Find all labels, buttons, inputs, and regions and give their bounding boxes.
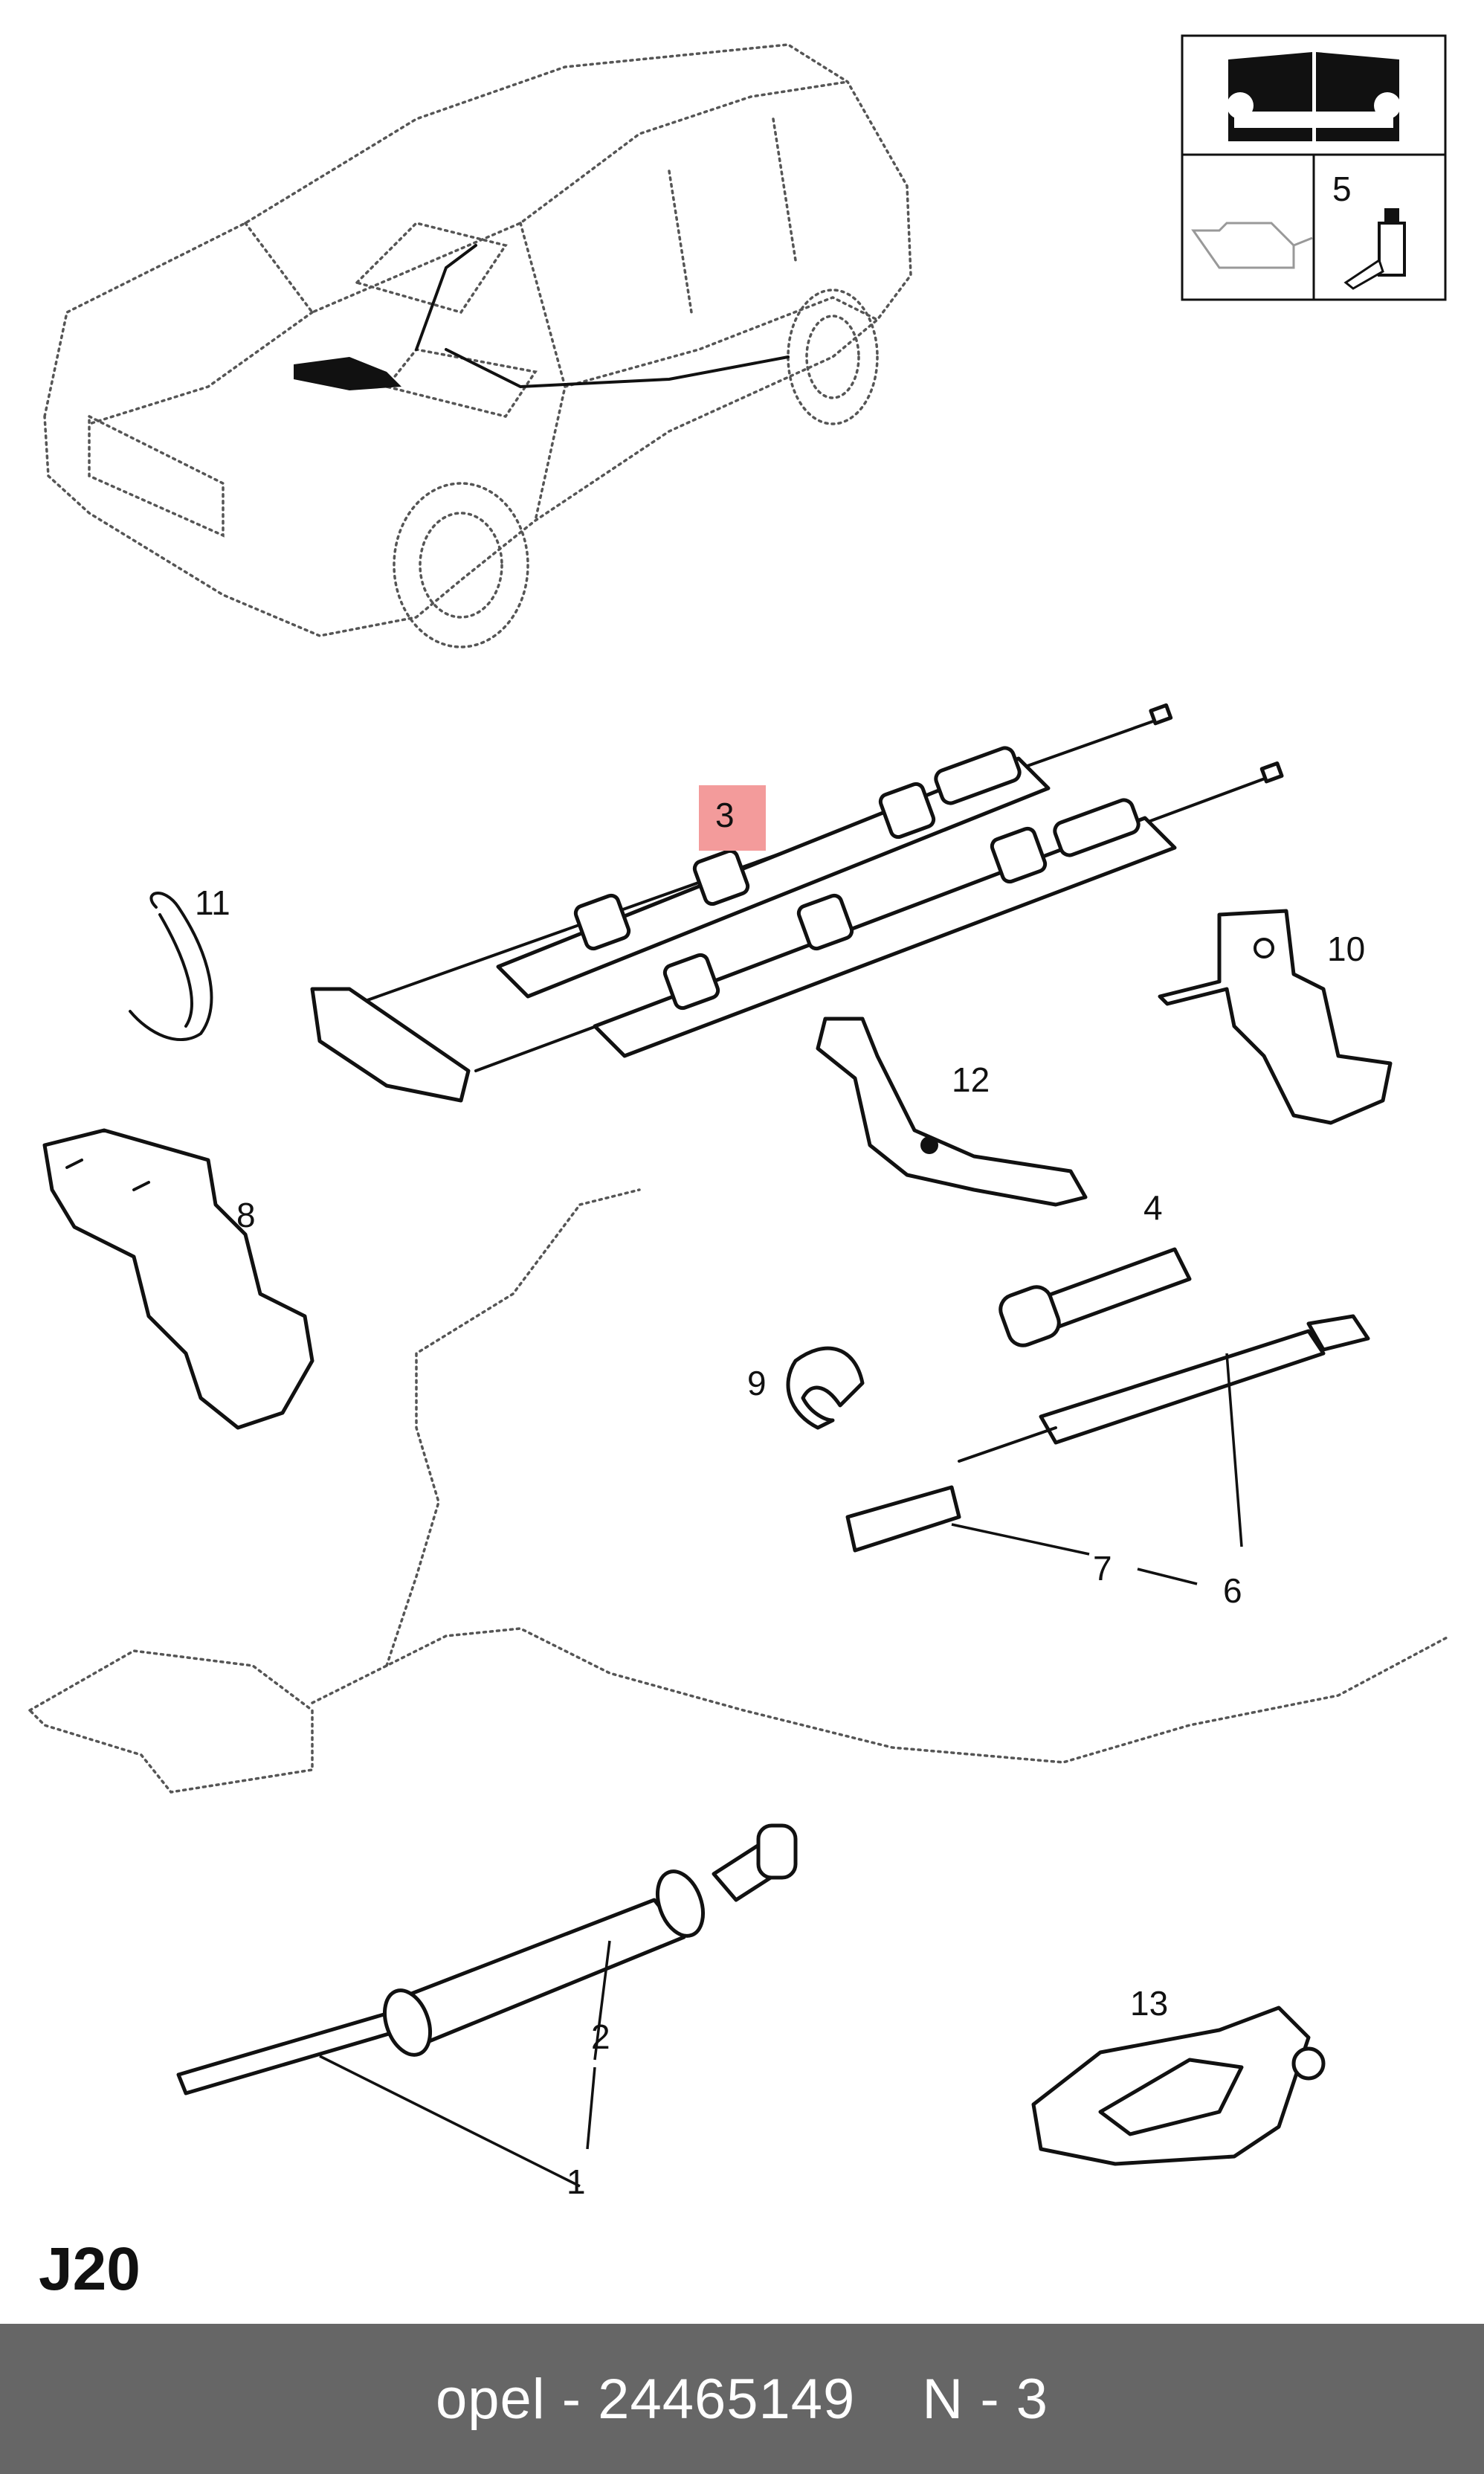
service-box: 5 xyxy=(1181,34,1447,301)
part-8-guide: 8 xyxy=(42,1128,314,1430)
callout-13: 13 xyxy=(1130,1984,1168,2023)
handbrake-routing-ghost xyxy=(28,1188,1451,1794)
callout-7: 7 xyxy=(1093,1549,1112,1588)
callout-10: 10 xyxy=(1327,930,1365,968)
grease-bottle-icon: 5 xyxy=(1332,170,1406,290)
callout-6: 6 xyxy=(1223,1571,1242,1610)
footer-bar: opel - 24465149 N - 3 xyxy=(0,2324,1484,2474)
footer-part-number: opel - 24465149 xyxy=(435,2367,856,2431)
callout-8: 8 xyxy=(236,1196,256,1234)
callout-5: 5 xyxy=(1332,170,1352,208)
manual-wrench-icon xyxy=(1227,52,1401,141)
part-4-bushing: 4 xyxy=(999,1188,1192,1347)
part-6-7-cable: 7 6 xyxy=(845,1314,1370,1610)
part-11-clip: 11 xyxy=(129,883,230,1042)
part-13-bracket: 13 xyxy=(1031,1984,1326,2166)
callout-12: 12 xyxy=(952,1060,990,1099)
footer-reference: N - 3 xyxy=(922,2367,1049,2431)
cable-boots xyxy=(573,746,1141,1011)
part-10-bracket: 10 xyxy=(1158,909,1393,1125)
callout-1: 1 xyxy=(567,2162,586,2201)
callout-9: 9 xyxy=(747,1364,767,1402)
part-3-brake-cables: 3 xyxy=(310,703,1284,1103)
vehicle-outline xyxy=(43,43,912,648)
page-code: J20 xyxy=(39,2235,141,2303)
callout-11: 11 xyxy=(195,883,230,922)
part-12-lever: 12 xyxy=(816,1017,1088,1207)
part-9-clip: 9 xyxy=(747,1346,865,1430)
callout-4: 4 xyxy=(1143,1188,1163,1227)
callout-3-highlight xyxy=(699,785,766,851)
oil-can-icon xyxy=(1191,222,1313,269)
callout-2: 2 xyxy=(591,2017,610,2056)
part-1-2-rod-boot: 2 1 xyxy=(176,1823,798,2201)
callout-3: 3 xyxy=(715,796,735,834)
